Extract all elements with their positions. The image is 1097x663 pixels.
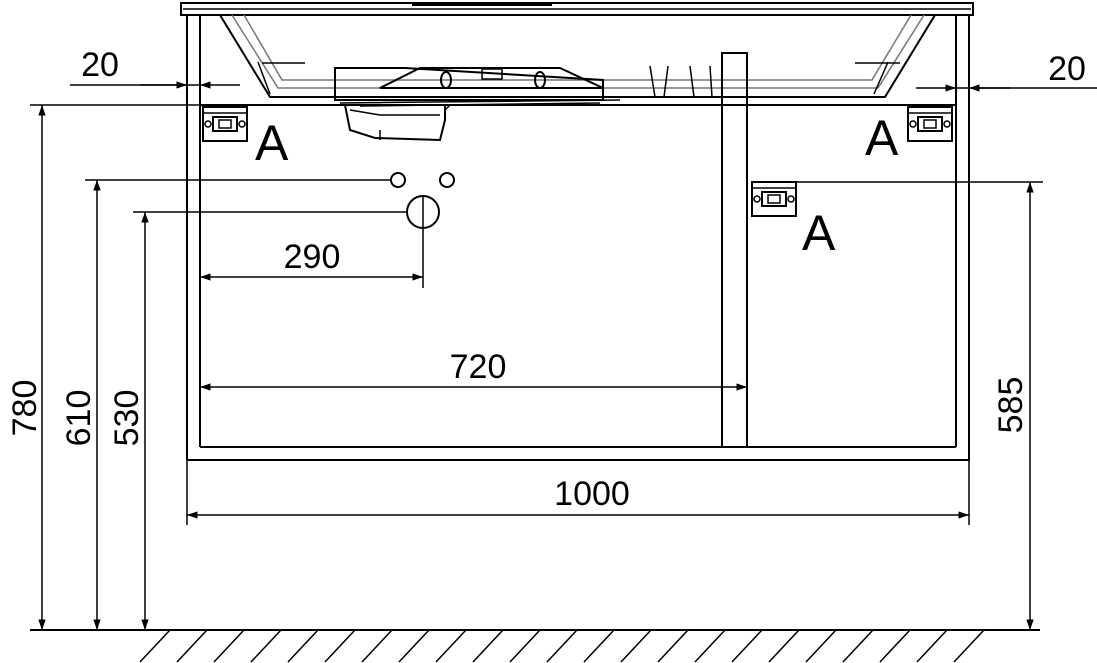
floor-hatch-stroke [472, 629, 504, 663]
mounting-bracket-left [202, 106, 248, 142]
mounting-bracket-right [907, 106, 953, 142]
floor-hatch-stroke [509, 629, 541, 663]
floor-hatch-stroke [398, 629, 430, 663]
floor-hatch-stroke [842, 629, 874, 663]
floor-hatch-stroke [546, 629, 578, 663]
mounting-bracket-partition [751, 181, 797, 217]
floor-hatching [139, 629, 985, 663]
bracket-label-left: A [255, 115, 289, 171]
water-supply-holes [390, 172, 455, 188]
floor-hatch-stroke [139, 629, 171, 663]
dim-side-gap-left: 20 [81, 46, 119, 84]
dim-drain-offset: 290 [284, 238, 341, 276]
dim-height-supply: 610 [60, 390, 98, 447]
dim-height-drain: 530 [108, 390, 146, 447]
floor-hatch-stroke [805, 629, 837, 663]
floor-hatch-stroke [916, 629, 948, 663]
floor-hatch-stroke [953, 629, 985, 663]
floor-hatch-stroke [287, 629, 319, 663]
dim-inner-span: 720 [450, 348, 507, 386]
dim-width-total: 1000 [554, 475, 630, 513]
dim-height-total: 780 [6, 380, 44, 437]
floor-hatch-stroke [435, 629, 467, 663]
floor-hatch-stroke [250, 629, 282, 663]
floor-hatch-stroke [213, 629, 245, 663]
floor-hatch-stroke [324, 629, 356, 663]
dimension-lines [38, 75, 1034, 630]
floor-hatch-stroke [583, 629, 615, 663]
floor-hatch-stroke [768, 629, 800, 663]
floor [30, 629, 1040, 663]
floor-hatch-stroke [361, 629, 393, 663]
floor-hatch-stroke [879, 629, 911, 663]
bracket-label-partition: A [802, 205, 836, 261]
bracket-label-right: A [865, 110, 899, 166]
countertop [180, 2, 974, 16]
drain-hole [406, 195, 440, 288]
basin-bowl [219, 14, 936, 98]
floor-hatch-stroke [620, 629, 652, 663]
dim-side-gap-right: 20 [1048, 50, 1086, 88]
floor-hatch-stroke [731, 629, 763, 663]
floor-hatch-stroke [176, 629, 208, 663]
floor-hatch-stroke [657, 629, 689, 663]
center-partition [721, 52, 748, 448]
dim-height-bracket: 585 [992, 377, 1030, 434]
floor-hatch-stroke [694, 629, 726, 663]
